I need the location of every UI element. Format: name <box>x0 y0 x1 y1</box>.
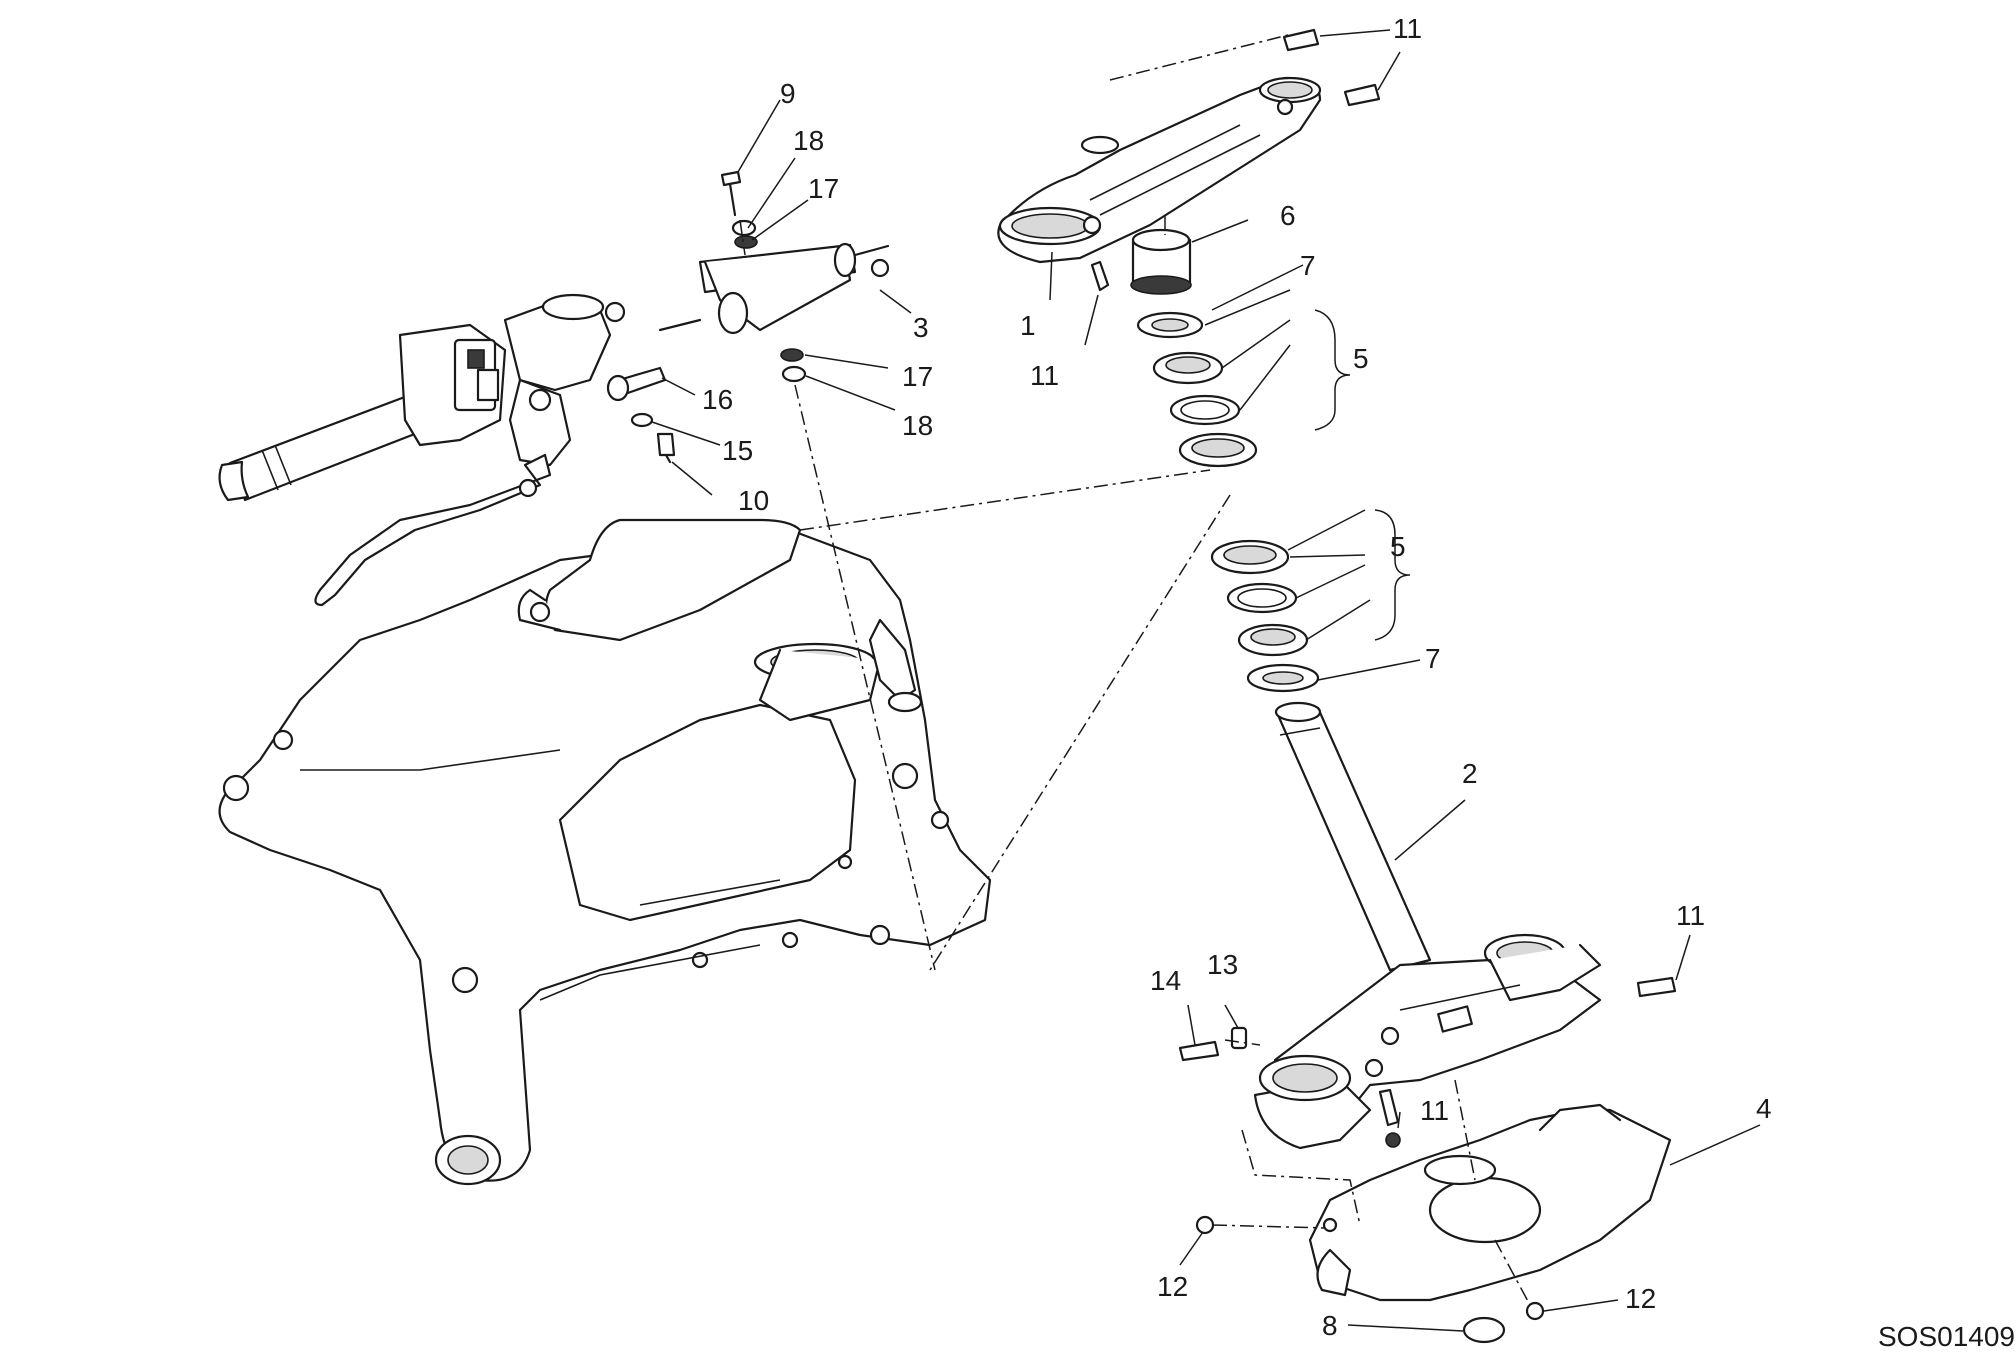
frame-part <box>218 518 992 1186</box>
callout-11: 11 <box>1393 13 1422 44</box>
callout-18: 18 <box>902 410 933 441</box>
callout-17: 17 <box>902 361 933 392</box>
leader-lines <box>651 29 1761 1332</box>
callout-11: 11 <box>1420 1095 1449 1126</box>
callout-16: 16 <box>702 384 733 415</box>
callout-6: 6 <box>1280 200 1296 231</box>
callout-15: 15 <box>722 435 753 466</box>
steering-damper-part <box>606 170 890 464</box>
callout-8: 8 <box>1322 1310 1338 1341</box>
callout-5: 5 <box>1390 531 1406 562</box>
callout-11: 11 <box>1030 360 1059 391</box>
handlebar-lever-part <box>218 293 626 607</box>
callout-17: 17 <box>808 173 839 204</box>
callout-5: 5 <box>1353 343 1369 374</box>
lower-bearing-set-part <box>1210 539 1320 693</box>
assembly-lines <box>739 34 1531 1306</box>
callouts: 11 11 6 7 5 1 11 9 18 17 3 17 18 16 15 1… <box>702 13 2015 1352</box>
callout-2: 2 <box>1462 758 1478 789</box>
callout-10: 10 <box>738 485 769 516</box>
upper-bearing-set-part <box>1136 311 1258 468</box>
callout-12: 12 <box>1625 1283 1656 1314</box>
callout-7: 7 <box>1300 250 1316 281</box>
callout-11: 11 <box>1676 900 1705 931</box>
callout-18: 18 <box>793 125 824 156</box>
lock-plate-part <box>1195 1103 1672 1344</box>
steering-nut-part <box>1130 228 1192 295</box>
lower-triple-clamp-part <box>1178 701 1677 1150</box>
callout-1: 1 <box>1020 310 1036 341</box>
callout-4: 4 <box>1756 1093 1772 1124</box>
callout-12: 12 <box>1157 1271 1188 1302</box>
upper-triple-clamp-part <box>997 28 1381 292</box>
callout-14: 14 <box>1150 965 1181 996</box>
drawing-code: SOS01409 <box>1878 1321 2015 1352</box>
callout-13: 13 <box>1207 949 1238 980</box>
callout-7: 7 <box>1425 643 1441 674</box>
callout-9: 9 <box>780 78 796 109</box>
callout-3: 3 <box>913 312 929 343</box>
